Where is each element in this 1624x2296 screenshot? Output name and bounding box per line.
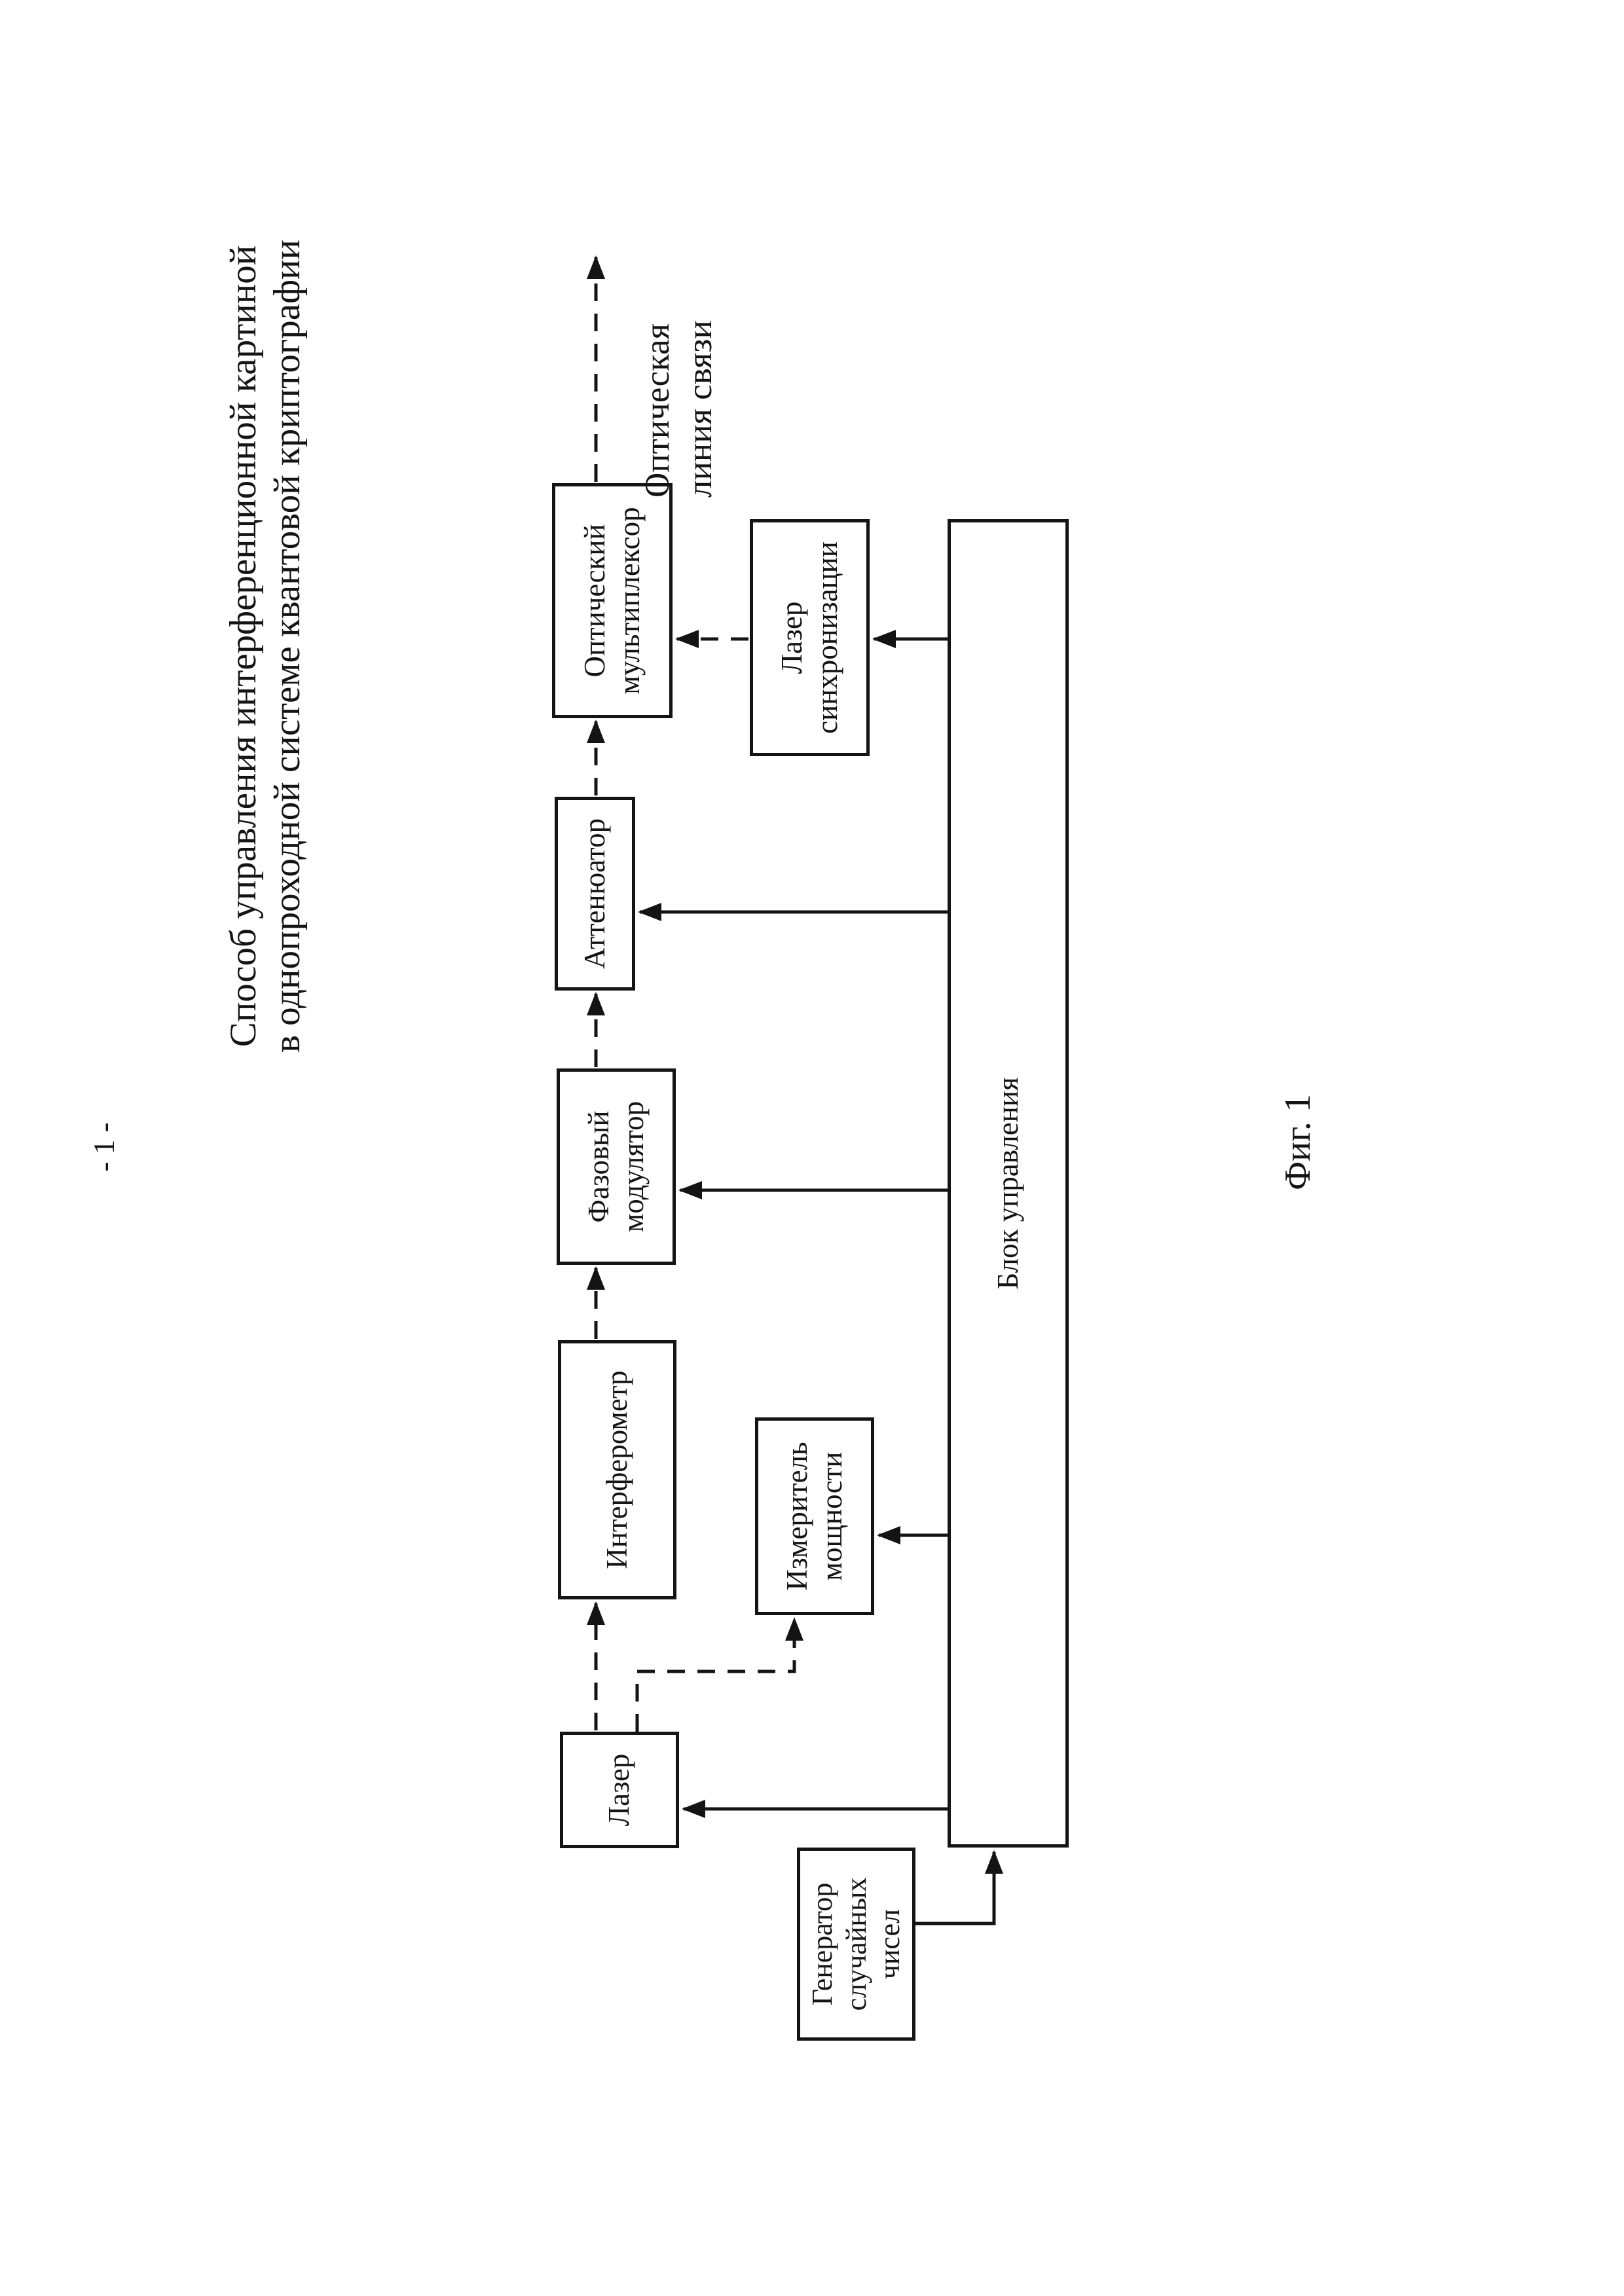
optical-tap-laser-power-meter: [635, 1617, 803, 1732]
block-sync-laser: Лазер синхронизации: [750, 519, 870, 756]
block-laser: Лазер: [560, 1732, 679, 1848]
block-interferometer: Интерферометр: [558, 1340, 676, 1599]
block-phase-modulator-label: Фазовый модулятор: [581, 1101, 650, 1233]
optical-link-label: Оптическая линия связи: [638, 320, 719, 498]
block-random-number-generator: Генератор случайных чисел: [797, 1848, 915, 2041]
block-optical-multiplexer-label: Оптический мультиплексор: [578, 507, 646, 695]
block-optical-multiplexer: Оптический мультиплексор: [552, 483, 673, 718]
block-power-meter: Измеритель мощности: [755, 1417, 874, 1615]
block-phase-modulator: Фазовый модулятор: [557, 1068, 676, 1265]
block-attenuator: Аттенюатор: [555, 797, 635, 991]
block-power-meter-label: Измеритель мощности: [780, 1442, 848, 1591]
block-control-unit-label: Блок управления: [991, 1077, 1024, 1290]
rng-control-line: [915, 1850, 1003, 1925]
block-laser-label: Лазер: [602, 1753, 636, 1827]
block-random-number-generator-label: Генератор случайных чисел: [805, 1877, 906, 2011]
block-interferometer-label: Интерферометр: [600, 1370, 633, 1569]
figure-caption: Фиг. 1: [1278, 1094, 1318, 1190]
block-control-unit: Блок управления: [948, 519, 1069, 1848]
block-sync-laser-label: Лазер синхронизации: [775, 541, 843, 734]
block-attenuator-label: Аттенюатор: [578, 818, 611, 970]
